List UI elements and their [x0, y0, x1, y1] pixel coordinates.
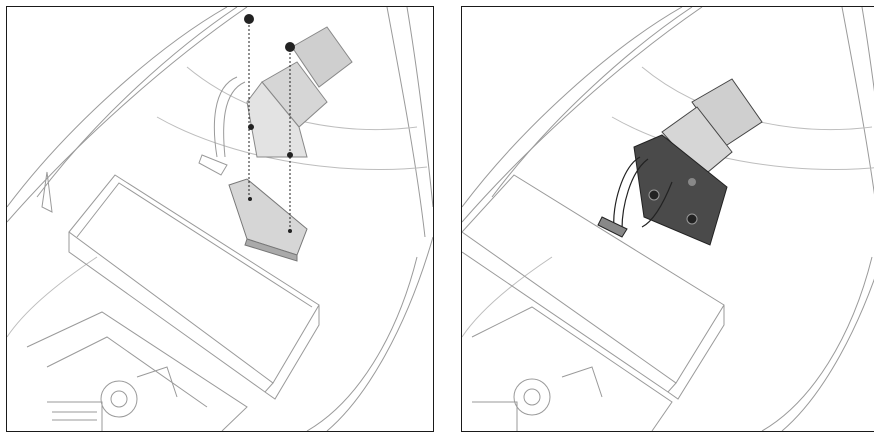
hull-diagram-exploded — [7, 7, 433, 431]
hull-icon — [7, 7, 433, 431]
mount-bracket-icon — [633, 134, 728, 246]
battery-box-icon — [68, 174, 320, 400]
tube-assembly — [597, 156, 673, 238]
gear-assembly — [26, 311, 248, 431]
battery-box-icon — [462, 174, 725, 400]
step-panel-exploded — [6, 6, 434, 432]
assembly-guide-lines — [248, 25, 291, 229]
gear-assembly — [471, 306, 673, 431]
motor-icon — [198, 26, 353, 176]
mount-bracket-icon — [228, 178, 308, 262]
hull-icon — [462, 7, 874, 431]
screw-icon — [244, 14, 295, 233]
motor-icon — [661, 78, 763, 178]
step-panel-installed — [461, 6, 874, 432]
hull-diagram-installed — [462, 7, 874, 431]
